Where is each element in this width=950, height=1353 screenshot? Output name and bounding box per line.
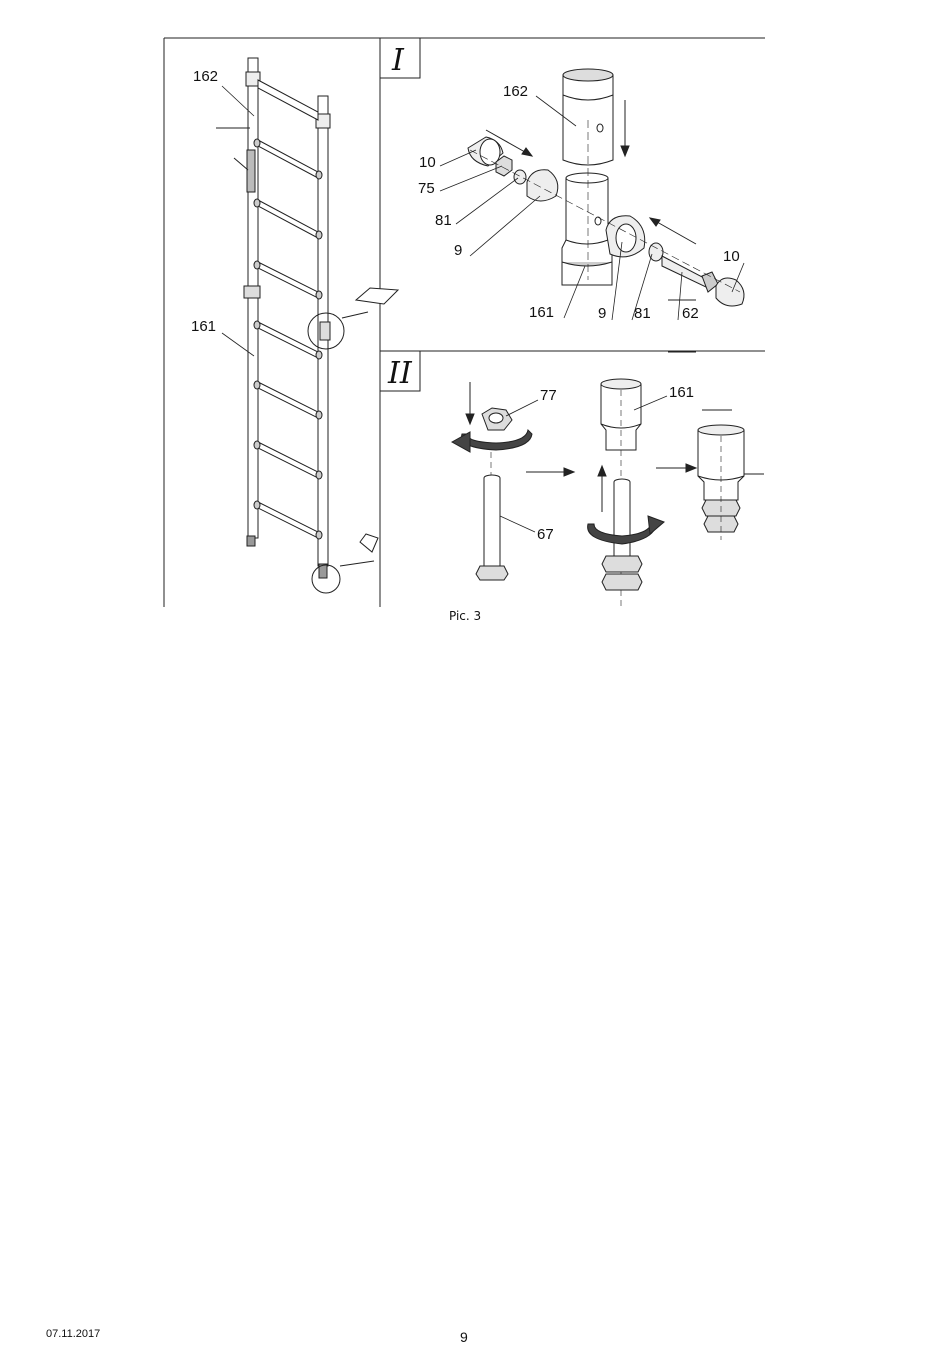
- bolt-62: [661, 255, 709, 289]
- clamp-10-right: [715, 277, 745, 307]
- roman-numeral-i: I: [391, 43, 405, 78]
- detail-i-illustration: [467, 68, 745, 353]
- label-62: 62: [682, 305, 699, 322]
- label-9-left: 9: [454, 242, 462, 259]
- detail-i-leaders: [439, 95, 745, 321]
- spindle-67: [475, 474, 509, 581]
- tube-161-detail: [600, 378, 642, 610]
- figure-caption: Pic. 3: [449, 609, 482, 623]
- label-81-right: 81: [634, 305, 651, 322]
- rotation-arrow-left: [461, 428, 533, 451]
- overview-leaders: [221, 85, 255, 357]
- label-77: 77: [540, 387, 557, 404]
- panel-frames: [163, 37, 765, 607]
- detail-ii-illustration: [450, 378, 764, 610]
- clamp-10-left: [467, 136, 504, 167]
- footer-date: 07.11.2017: [46, 1328, 101, 1340]
- label-162-detail: 162: [503, 83, 528, 100]
- label-75: 75: [418, 180, 435, 197]
- assembled-foot: [697, 409, 764, 540]
- label-81-left: 81: [435, 212, 452, 229]
- roman-numeral-ii: II: [387, 356, 413, 391]
- label-161-detail: 161: [529, 304, 554, 321]
- ladder-frame-illustration: [216, 57, 400, 594]
- label-67: 67: [537, 526, 554, 543]
- washer-81-left: [513, 169, 527, 185]
- page-number: 9: [460, 1329, 468, 1345]
- label-161-overview: 161: [191, 318, 216, 335]
- label-162-overview: 162: [193, 68, 218, 85]
- nut-75: [495, 155, 513, 177]
- detail-ii-leaders: [499, 395, 668, 533]
- label-10-right: 10: [723, 248, 740, 265]
- washer-81-right: [648, 242, 664, 262]
- label-9-right: 9: [598, 305, 606, 322]
- assembly-figure: 162 161 I: [163, 37, 765, 610]
- cap-9-left: [526, 169, 559, 202]
- label-10-left: 10: [419, 154, 436, 171]
- label-161-detail-ii: 161: [669, 384, 694, 401]
